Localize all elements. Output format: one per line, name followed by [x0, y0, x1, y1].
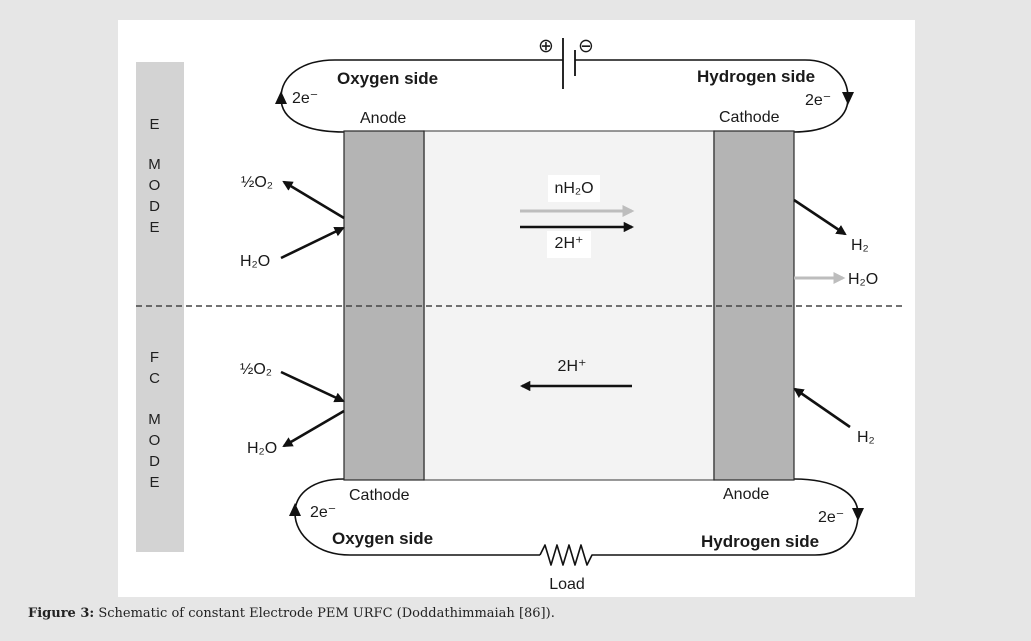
- top-left-electron-label: 2e⁻: [292, 90, 318, 107]
- membrane-water-label: nH₂O: [554, 180, 593, 197]
- e-mode-label-letter: E: [146, 116, 163, 137]
- bottom-right-electron-arrow-icon: [852, 508, 864, 521]
- top-right-electron-label: 2e⁻: [805, 92, 831, 109]
- e-mode-hydrogen-out-arrow: [793, 198, 847, 236]
- fc-mode-oxygen-label: ½O₂: [240, 361, 272, 378]
- bottom-hydrogen-side-label: Hydrogen side: [701, 532, 819, 551]
- fc-mode-label-mode: MODE: [146, 411, 163, 495]
- fc-mode-label-letters: FC: [146, 349, 163, 391]
- fc-mode-water-out-arrow: [282, 409, 345, 448]
- top-left-electrode-label: Anode: [360, 110, 406, 127]
- fc-mode-oxygen-in-arrow: [280, 370, 345, 403]
- top-right-electrode-label: Cathode: [719, 109, 780, 126]
- figure-number: Figure 3:: [28, 606, 95, 621]
- load-resistor: [539, 544, 597, 566]
- battery-positive-symbol: ⊕: [538, 35, 554, 57]
- mode-band: [136, 62, 184, 552]
- membrane-water-label-backdrop: [548, 175, 600, 202]
- e-mode-water-in-arrow: [280, 226, 345, 260]
- battery-negative-symbol: ⊖: [578, 35, 594, 57]
- top-hydrogen-side-label: Hydrogen side: [697, 67, 815, 86]
- caption-text: Schematic of constant Electrode PEM URFC…: [98, 606, 555, 621]
- figure-caption: Figure 3: Schematic of constant Electrod…: [28, 605, 555, 623]
- e-mode-label-mode: MODE: [146, 156, 163, 240]
- e-mode-hydrogen-label: H₂: [851, 237, 869, 254]
- e-mode-proton-label-backdrop: [547, 231, 591, 258]
- fc-mode-hydrogen-in-arrow: [793, 387, 851, 429]
- bottom-oxygen-side-label: Oxygen side: [332, 529, 433, 548]
- e-mode-oxygen-label: ½O₂: [241, 174, 273, 191]
- top-left-electron-arrow-icon: [275, 91, 287, 104]
- fc-mode-water-out-label: H₂O: [247, 440, 277, 457]
- bottom-left-electrode-label: Cathode: [349, 487, 410, 504]
- load-label: Load: [549, 576, 585, 593]
- e-mode-water-in-label: H₂O: [240, 253, 270, 270]
- bottom-left-electron-label: 2e⁻: [310, 504, 336, 521]
- top-right-electron-arrow-icon: [842, 92, 854, 105]
- bottom-left-electron-arrow-icon: [289, 503, 301, 516]
- fc-mode-proton-label: 2H⁺: [558, 358, 587, 375]
- top-oxygen-side-label: Oxygen side: [337, 69, 438, 88]
- fc-mode-hydrogen-label: H₂: [857, 429, 875, 446]
- e-mode-oxygen-out-arrow: [282, 180, 345, 220]
- e-mode-proton-label: 2H⁺: [555, 235, 584, 252]
- bottom-right-electrode-label: Anode: [723, 486, 769, 503]
- e-mode-water-out-label: H₂O: [848, 271, 878, 288]
- bottom-right-electron-label: 2e⁻: [818, 509, 844, 526]
